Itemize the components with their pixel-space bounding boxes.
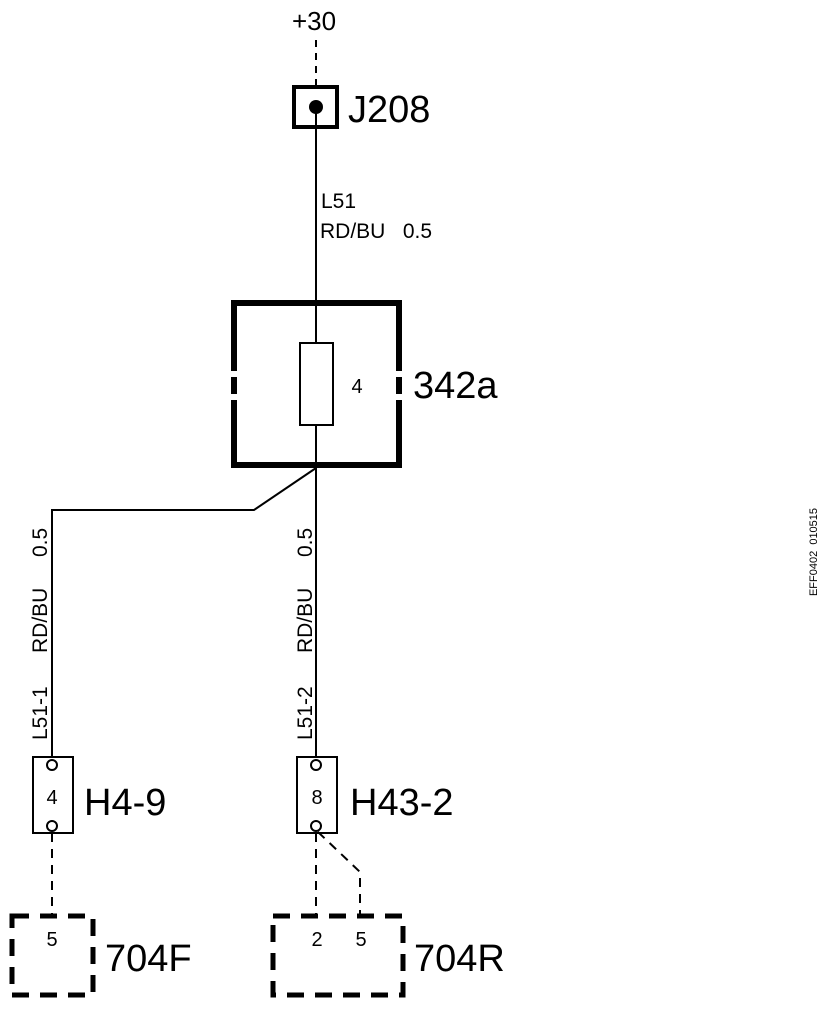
wire-l51-2-name: L51-2 (294, 686, 317, 740)
fuse-number: 4 (351, 376, 362, 398)
splice-dot (309, 100, 323, 114)
splice-label: J208 (348, 89, 430, 131)
component-704f-pin: 5 (46, 929, 57, 951)
connector-h43-2-label: H43-2 (350, 782, 454, 824)
wire-l51-name: L51 (321, 190, 356, 213)
component-704r-pin-1: 2 (311, 929, 322, 951)
wire-l51-spec: RD/BU 0.5 (320, 220, 432, 243)
wire-l51-1-name: L51-1 (29, 686, 52, 740)
connector-h43-2-pin-number: 8 (311, 787, 322, 809)
figure-id: EFF0402 010515 (808, 508, 820, 596)
connector-h43-2-pin-top (310, 759, 322, 771)
wire-l51-1 (51, 467, 317, 757)
connector-h43-2-pin-bottom (310, 820, 322, 832)
fuse-label: 342a (413, 365, 498, 407)
wire-l51-1-color: RD/BU (29, 588, 52, 653)
component-704r-box (270, 913, 406, 998)
wire-l51-1-size: 0.5 (29, 528, 52, 557)
supply-label: +30 (292, 6, 336, 36)
dashed-wire-704r-pin5 (317, 831, 361, 915)
connector-h4-9-pin-bottom (46, 820, 58, 832)
fuse-element (299, 342, 334, 426)
connector-h4-9-pin-top (46, 759, 58, 771)
wire-l51-2-color: RD/BU (294, 588, 317, 653)
component-704r-label: 704R (414, 938, 505, 980)
wire-l51-2-size: 0.5 (294, 528, 317, 557)
component-704f-label: 704F (105, 938, 192, 980)
component-704r-pin-2: 5 (355, 929, 366, 951)
connector-h4-9-pin-number: 4 (46, 787, 57, 809)
connector-h4-9-label: H4-9 (84, 782, 166, 824)
component-704f-box (9, 913, 96, 998)
